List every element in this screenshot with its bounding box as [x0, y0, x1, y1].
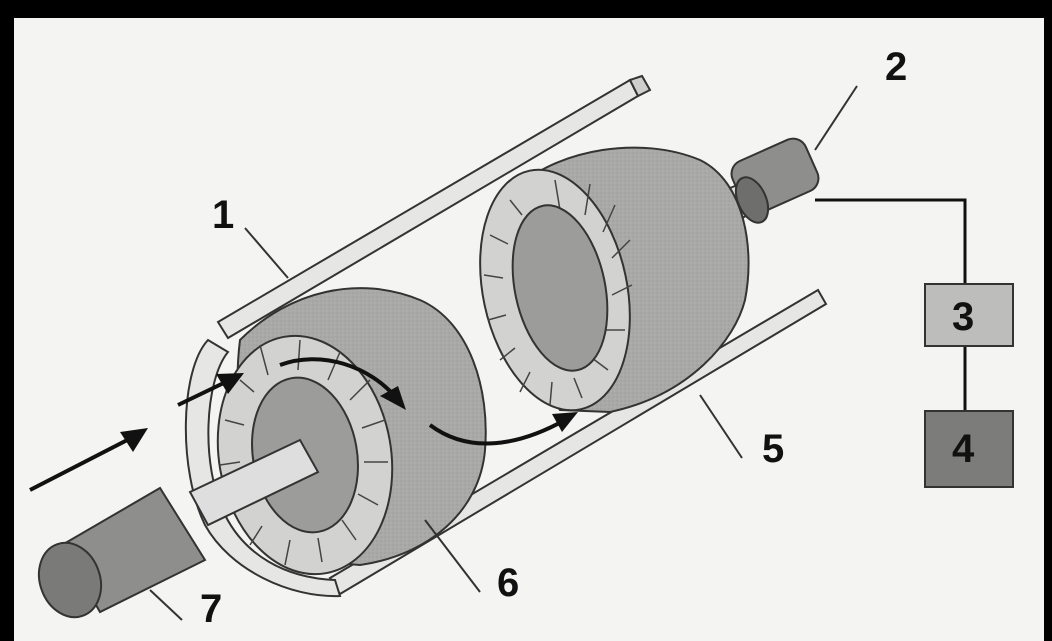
signal-processor-box — [924, 283, 1014, 347]
housing-front-end — [184, 338, 342, 598]
flow-arrows — [29, 357, 578, 492]
label-2: 2 — [885, 45, 907, 89]
label-4: 4 — [952, 427, 975, 471]
signal-wiring — [815, 198, 967, 412]
label-5: 5 — [762, 427, 784, 471]
label-7: 7 — [200, 587, 222, 631]
rear-rotor-blades — [483, 179, 633, 406]
display-unit-box — [924, 410, 1014, 488]
input-bearing-cylinder — [37, 486, 207, 619]
pickup-sensor — [730, 137, 820, 224]
rear-turbine-rotor — [479, 146, 750, 414]
label-6: 6 — [497, 561, 519, 605]
part-labels: 1 2 3 4 5 6 7 — [200, 45, 975, 631]
label-3: 3 — [952, 295, 974, 339]
leader-lines — [149, 85, 858, 621]
housing-top-rail — [216, 74, 652, 340]
label-1: 1 — [212, 193, 234, 237]
front-shaft — [188, 438, 320, 527]
front-turbine-rotor — [216, 287, 487, 576]
